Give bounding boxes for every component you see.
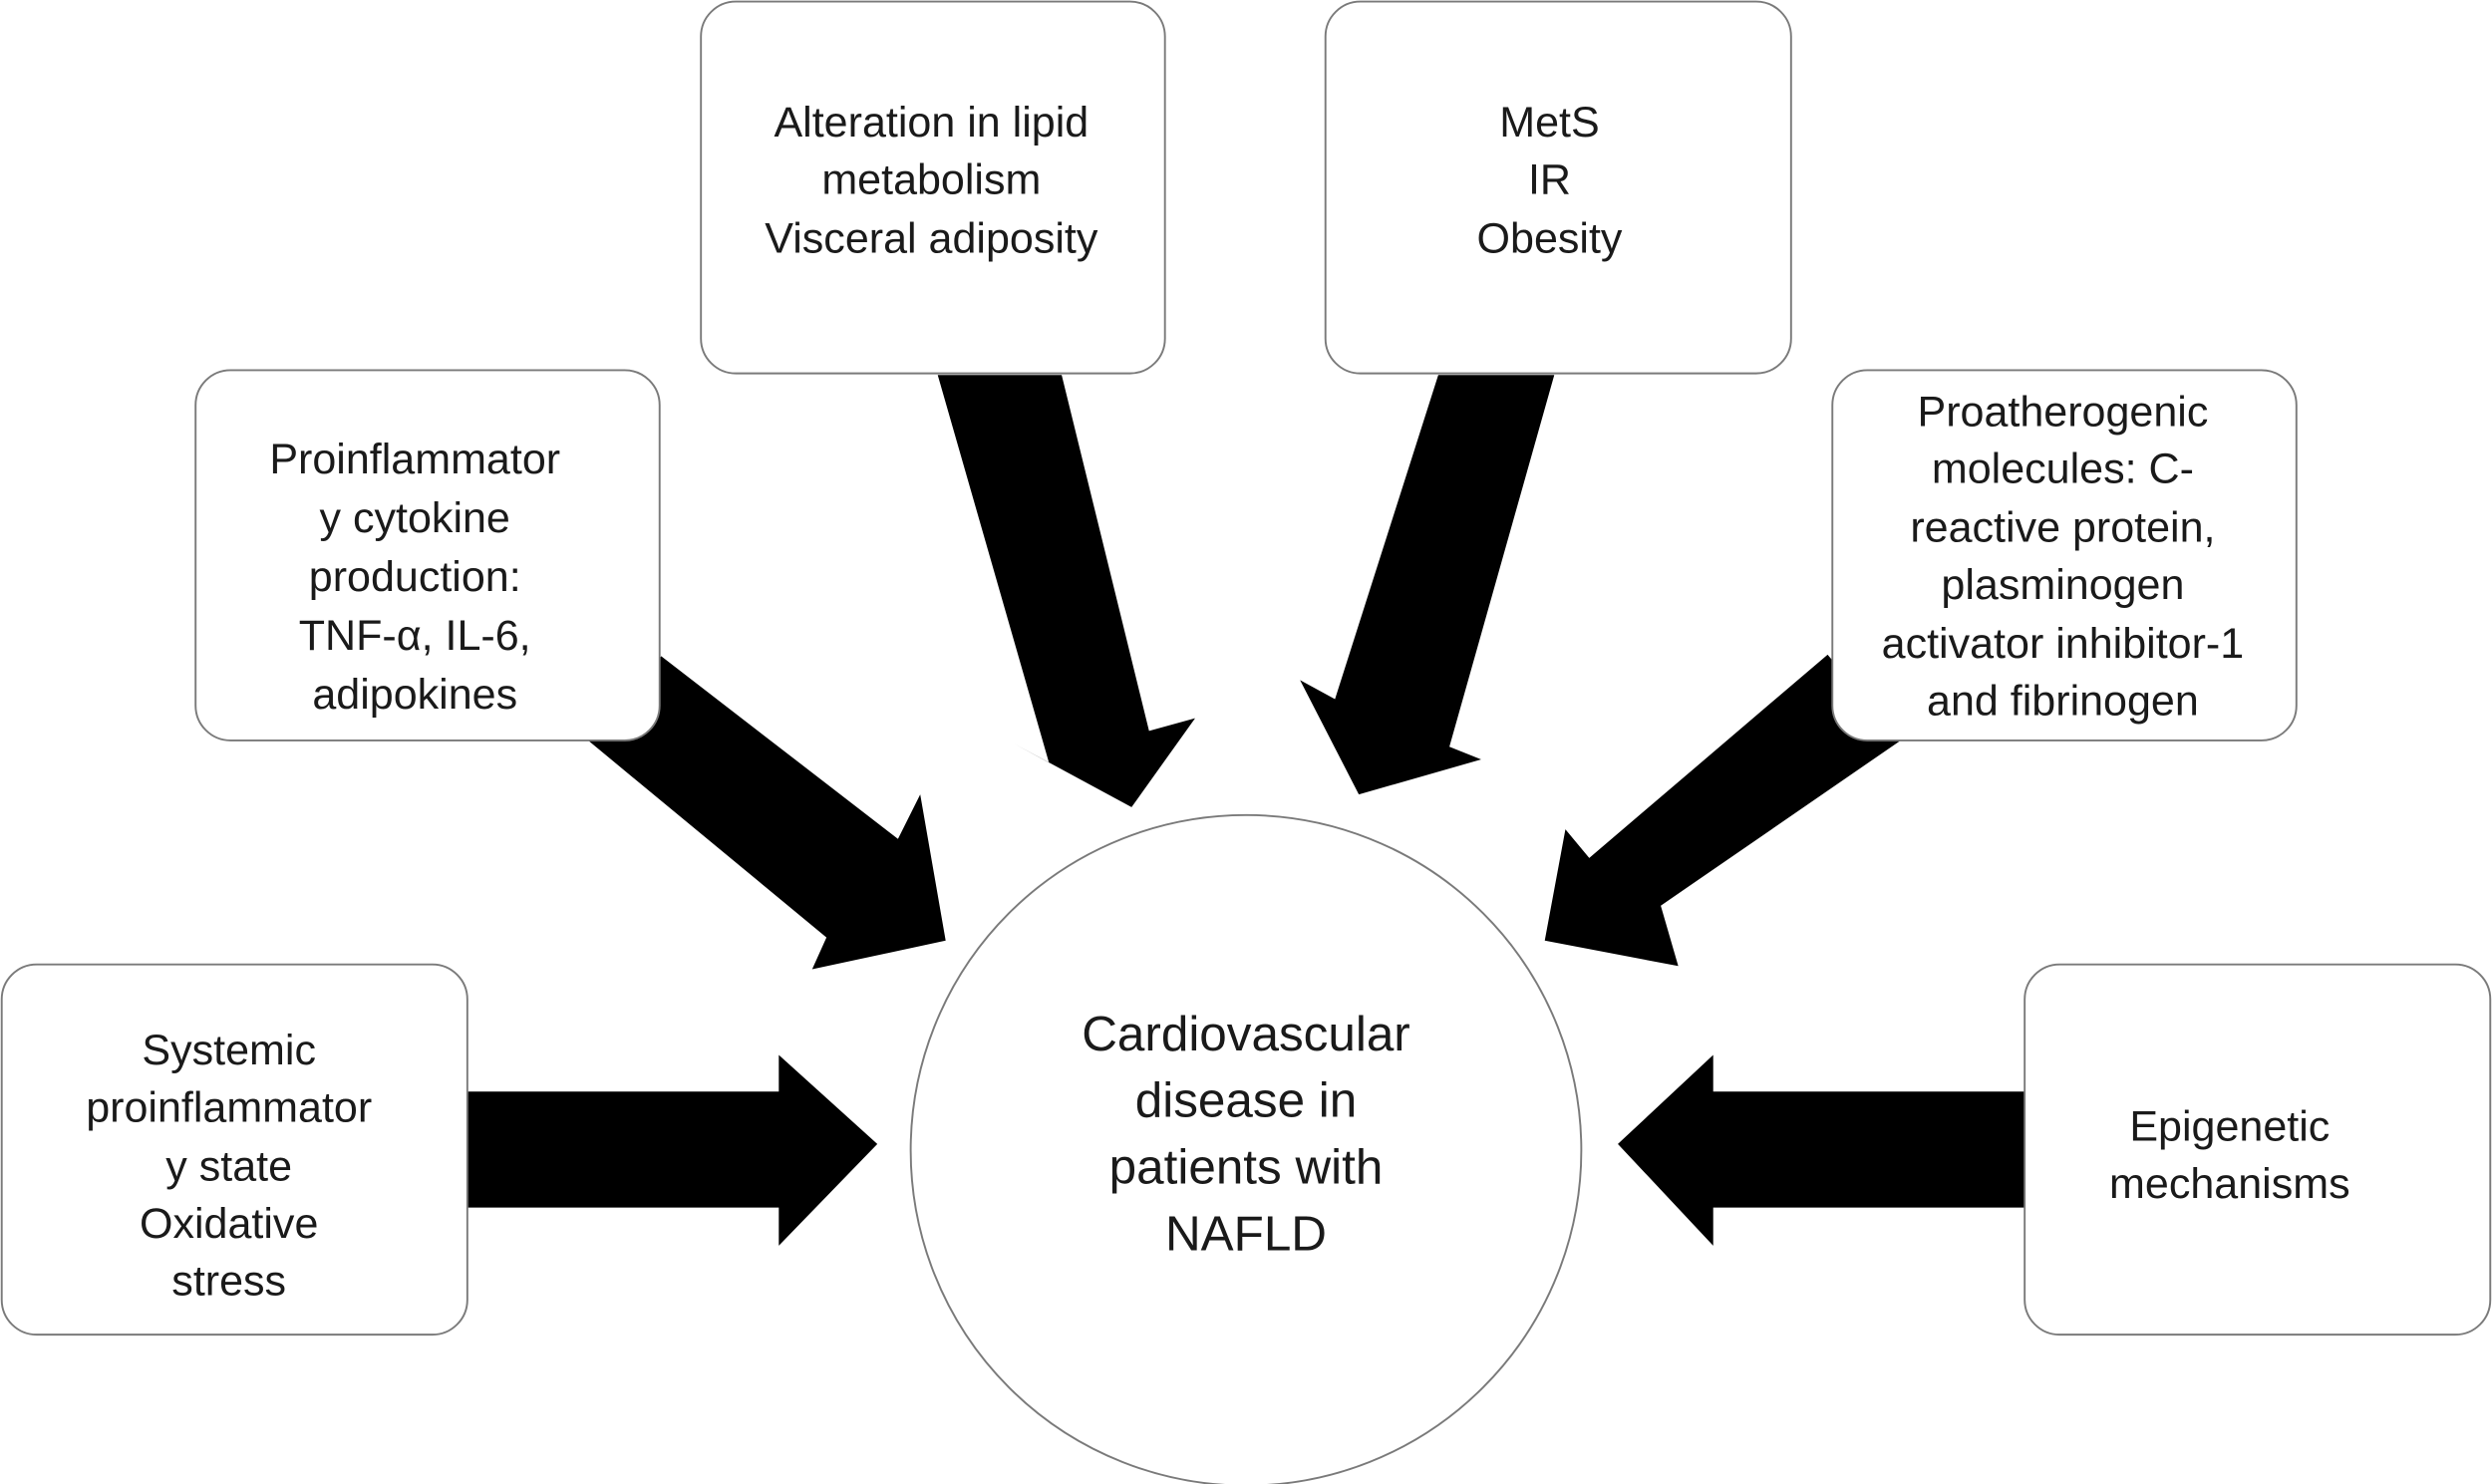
box-lipid-metabolism: Alteration in lipid metabolism Visceral … — [700, 0, 1166, 375]
box-line: activator inhibitor-1 — [1882, 620, 2245, 668]
box-line: MetS — [1499, 99, 1599, 147]
arrow-mets-to-center — [1300, 375, 1555, 795]
box-proinflammatory-cytokine-production: Proinflammator y cytokine production: TN… — [194, 369, 661, 742]
box-line: Obesity — [1477, 214, 1623, 262]
box-epigenetic-mechanisms: Epigenetic mechanisms — [2024, 963, 2492, 1336]
center-node: Cardiovascular disease in patients with … — [909, 813, 1583, 1484]
box-line: y cytokine — [320, 494, 510, 542]
center-line-3: patients with — [1109, 1140, 1384, 1195]
box-proatherogenic-molecules: Proatherogenic molecules: C- reactive pr… — [1831, 369, 2298, 742]
center-circle — [909, 813, 1583, 1484]
arrow-lipid-to-center — [937, 375, 1195, 807]
box-line: Proinflammator — [269, 436, 560, 483]
center-line-2: disease in — [1135, 1073, 1357, 1128]
center-line-1: Cardiovascular — [1082, 1007, 1410, 1061]
box-line: IR — [1528, 155, 1571, 203]
box-line: plasminogen — [1941, 561, 2184, 609]
box-line: Oxidative — [140, 1200, 318, 1248]
box-frame — [700, 0, 1166, 375]
box-line: adipokines — [312, 671, 517, 719]
box-line: mechanisms — [2109, 1160, 2350, 1208]
arrow-epigenetic-to-center — [1618, 1054, 2025, 1246]
box-line: Systemic — [142, 1027, 316, 1074]
box-line: production: — [309, 553, 521, 601]
box-line: Alteration in lipid — [774, 99, 1089, 147]
box-frame — [1831, 369, 2298, 742]
box-systemic-proinflammatory-state: Systemic proinflammator y state Oxidativ… — [0, 963, 468, 1336]
box-line: Visceral adiposity — [765, 214, 1098, 262]
box-frame — [0, 963, 468, 1336]
box-line: stress — [171, 1257, 286, 1305]
box-line: TNF-α, IL-6, — [299, 612, 531, 660]
arrow-proatherogenic-to-center — [1544, 654, 1901, 967]
box-line: Proatherogenic — [1917, 388, 2208, 436]
arrow-cytokine-to-center — [587, 656, 946, 970]
box-line: Epigenetic — [2129, 1103, 2330, 1151]
box-frame — [194, 369, 661, 742]
box-line: and fibrinogen — [1927, 677, 2199, 725]
arrow-systemic-to-center — [467, 1054, 878, 1246]
box-mets-ir-obesity: MetS IR Obesity — [1324, 0, 1792, 375]
box-line: y state — [165, 1143, 292, 1191]
box-frame — [2024, 963, 2492, 1336]
box-frame — [1324, 0, 1792, 375]
box-line: proinflammator — [86, 1084, 372, 1132]
box-line: metabolism — [821, 155, 1041, 203]
center-line-4: NAFLD — [1165, 1207, 1327, 1262]
box-line: molecules: C- — [1932, 445, 2194, 493]
box-line: reactive protein, — [1910, 504, 2215, 552]
